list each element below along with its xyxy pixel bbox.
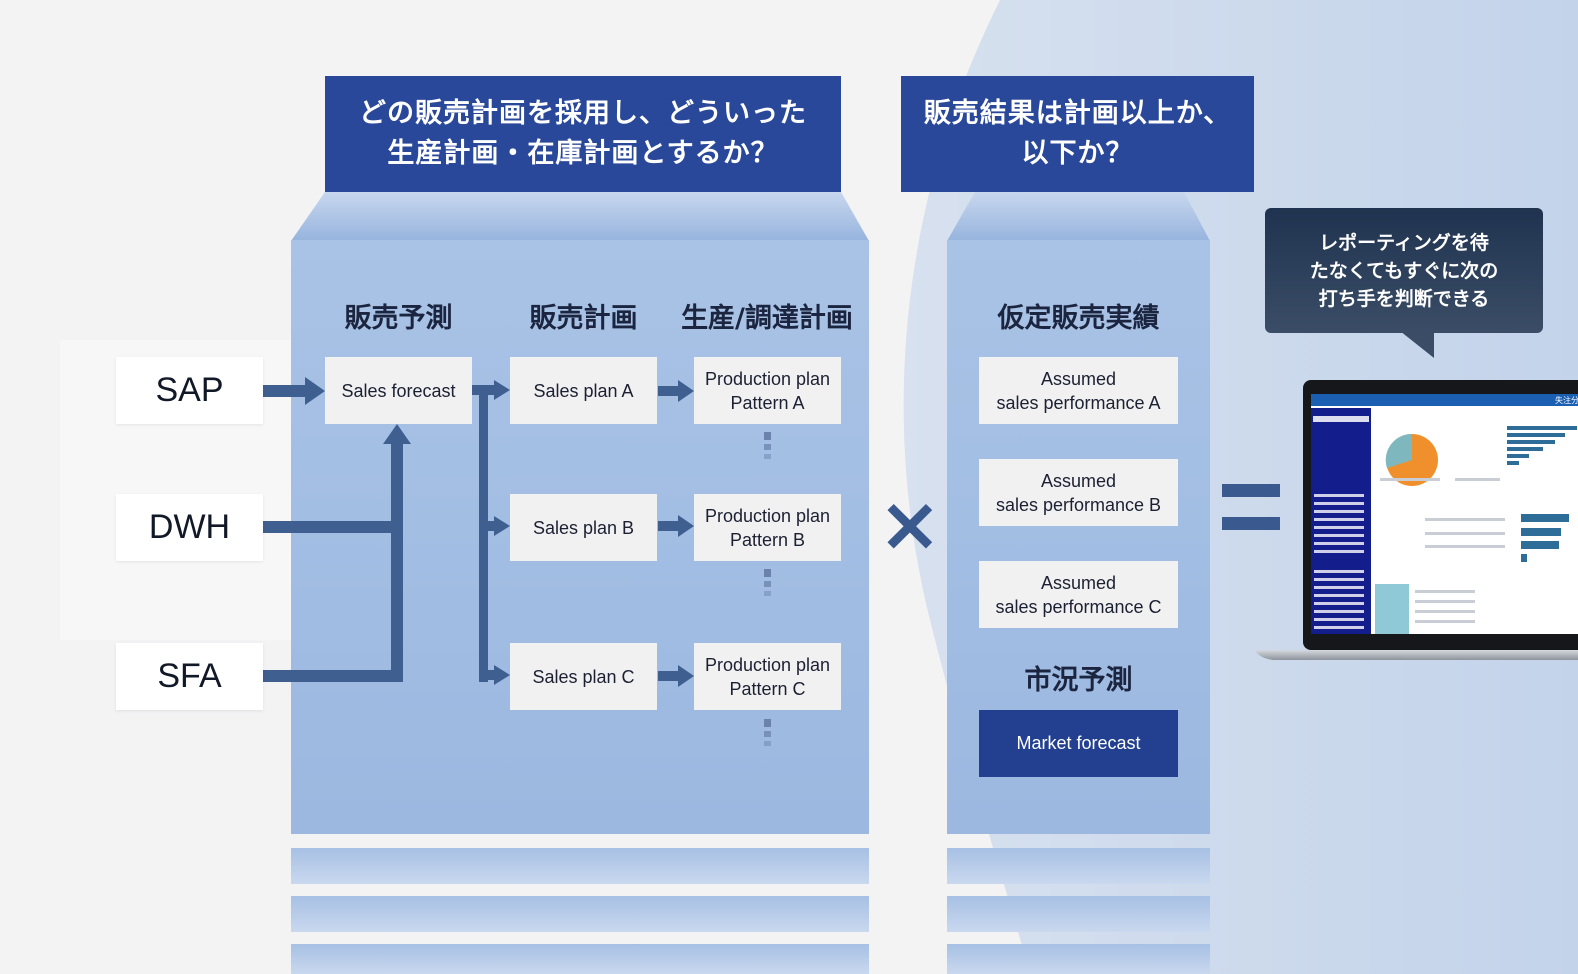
source-dwh: DWH [116, 494, 263, 561]
bubble-line3: 打ち手を判断できる [1318, 287, 1490, 310]
right-stripe-2 [947, 896, 1210, 932]
source-sap: SAP [116, 357, 263, 424]
column-title-production: 生産/調達計画 [681, 303, 853, 334]
sales-forecast-box: Sales forecast [325, 357, 472, 424]
column-title-plan: 販売計画 [529, 303, 638, 334]
speech-bubble: レポーティングを待 たなくてもすぐに次の 打ち手を判断できる [1265, 208, 1543, 333]
sales-plan-b: Sales plan B [510, 494, 657, 561]
bubble-line2: たなくてもすぐに次の [1309, 259, 1499, 282]
left-stripe-1 [291, 848, 869, 884]
left-panel-top [291, 192, 869, 241]
production-plan-b-line1: Production plan [704, 505, 831, 526]
equals-icon [1222, 484, 1280, 550]
market-forecast-box: Market forecast [979, 710, 1178, 777]
right-stripe-3 [947, 944, 1210, 974]
times-icon: × [878, 479, 942, 568]
column-title-forecast: 販売予測 [344, 303, 453, 334]
right-stripe-1 [947, 848, 1210, 884]
left-stripe-3 [291, 944, 869, 974]
assumed-performance-b: Assumed sales performance B [979, 459, 1178, 526]
source-sfa: SFA [116, 643, 263, 710]
header-result-line1: 販売結果は計画以上か、 [923, 98, 1232, 129]
header-result-line2: 以下か？ [1021, 138, 1134, 169]
right-panel-top [947, 192, 1210, 241]
production-plan-b: Production plan Pattern B [694, 494, 841, 561]
left-stripe-2 [291, 896, 869, 932]
header-plan-question: どの販売計画を採用し、どういった 生産計画・在庫計画とするか？ [325, 76, 841, 192]
assumed-performance-a-line1: Assumed [1040, 368, 1117, 389]
production-plan-b-line2: Pattern B [729, 529, 806, 550]
column-title-market: 市況予測 [1024, 665, 1133, 696]
sales-plan-a: Sales plan A [510, 357, 657, 424]
assumed-performance-c-line1: Assumed [1040, 572, 1117, 593]
header-plan-line2: 生産計画・在庫計画とするか？ [387, 138, 779, 169]
production-plan-a-line1: Production plan [704, 368, 831, 389]
bubble-line1: レポーティングを待 [1319, 231, 1489, 254]
assumed-performance-a-line2: sales performance A [996, 392, 1161, 413]
assumed-performance-c-line2: sales performance C [995, 596, 1162, 617]
production-plan-c: Production plan Pattern C [694, 643, 841, 710]
laptop-dashboard-image: 失注分析_2 [1255, 380, 1578, 660]
assumed-performance-a: Assumed sales performance A [979, 357, 1178, 424]
column-title-assumed: 仮定販売実績 [997, 303, 1160, 334]
assumed-performance-b-line1: Assumed [1040, 470, 1117, 491]
production-plan-c-line2: Pattern C [729, 678, 806, 699]
assumed-performance-c: Assumed sales performance C [979, 561, 1178, 628]
speech-bubble-tail [1400, 331, 1434, 358]
production-plan-a-line2: Pattern A [730, 392, 805, 413]
header-plan-line1: どの販売計画を採用し、どういった [359, 98, 807, 129]
production-plan-c-line1: Production plan [704, 654, 831, 675]
dashboard-title: 失注分析_2 [1555, 395, 1578, 405]
sales-plan-c: Sales plan C [510, 643, 657, 710]
assumed-performance-b-line2: sales performance B [995, 494, 1162, 515]
header-result-question: 販売結果は計画以上か、 以下か？ [901, 76, 1254, 192]
production-plan-a: Production plan Pattern A [694, 357, 841, 424]
